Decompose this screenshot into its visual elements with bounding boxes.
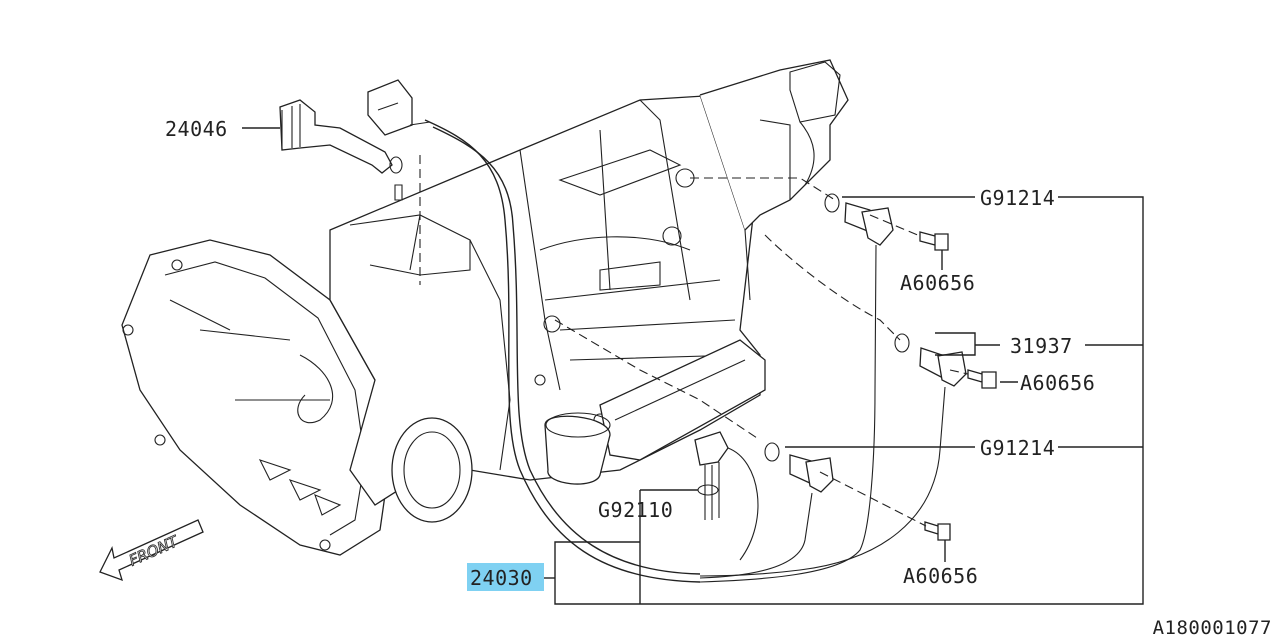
label-31937[interactable]: 31937 — [1010, 334, 1073, 358]
label-24046[interactable]: 24046 — [165, 117, 228, 141]
front-label: FRONT — [126, 532, 182, 570]
part-labels: 24046 G91214 A60656 31937 A60656 G91214 … — [165, 117, 1095, 591]
diagram-code: A180001077 — [1153, 617, 1272, 639]
label-a60656-mid[interactable]: A60656 — [1020, 371, 1095, 395]
label-24030[interactable]: 24030 — [470, 566, 533, 590]
label-a60656-top[interactable]: A60656 — [900, 271, 975, 295]
label-g91214-top[interactable]: G91214 — [980, 186, 1055, 210]
transmission-illustration — [121, 59, 997, 583]
highlight-24030 — [467, 563, 544, 591]
callout-lines — [242, 127, 1144, 605]
label-g91214-bottom[interactable]: G91214 — [980, 436, 1055, 460]
label-g92110[interactable]: G92110 — [598, 498, 673, 522]
front-direction-indicator: FRONT — [99, 519, 204, 582]
front-arrow-icon — [99, 519, 204, 582]
label-a60656-bottom[interactable]: A60656 — [903, 564, 978, 588]
